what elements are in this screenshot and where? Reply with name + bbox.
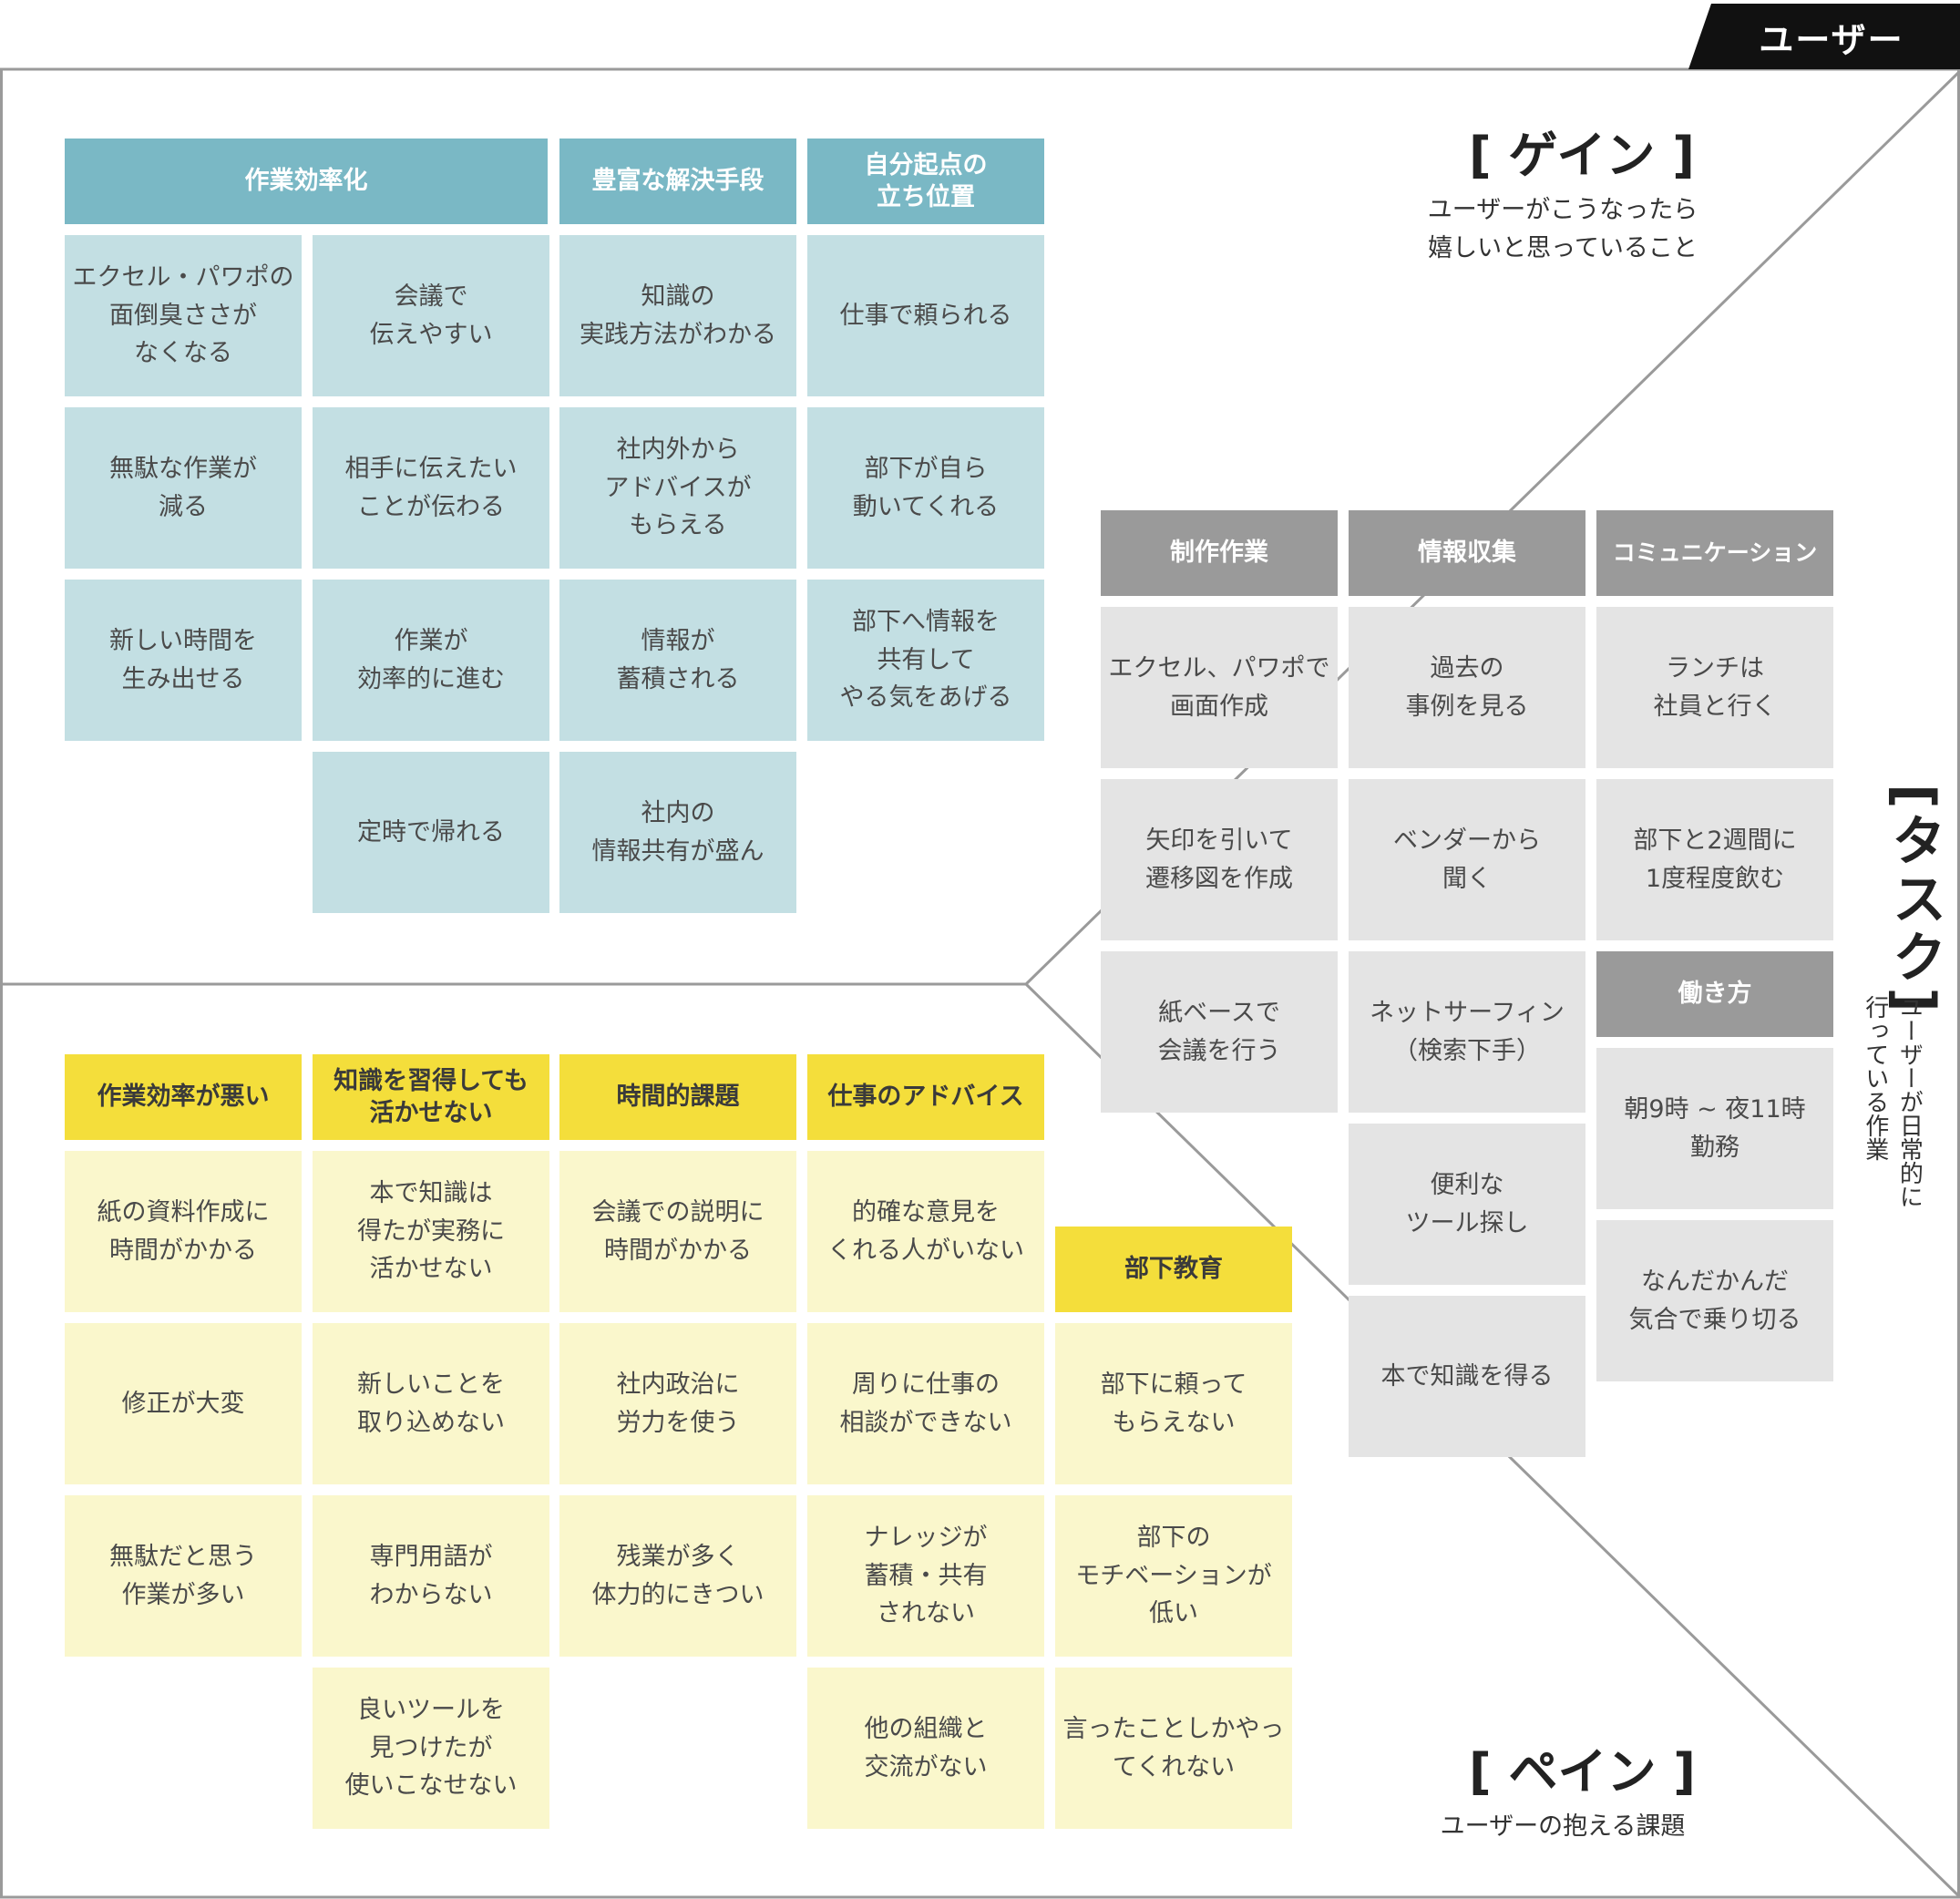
gain-card: 無駄な作業が 減る (65, 407, 302, 569)
gain-header-solutions: 豊富な解決手段 (559, 139, 796, 224)
gain-header-efficiency: 作業効率化 (65, 139, 548, 224)
gain-card: 相手に伝えたい ことが伝わる (313, 407, 549, 569)
pain-card: 紙の資料作成に 時間がかかる (65, 1151, 302, 1312)
task-title: [タスク] (1883, 784, 1946, 1016)
gain-card: 部下へ情報を 共有して やる気をあげる (807, 580, 1044, 741)
task-card: 紙ベースで 会議を行う (1101, 951, 1338, 1113)
task-card: ネットサーフィン （検索下手） (1349, 951, 1585, 1113)
pain-card: 新しいことを 取り込めない (313, 1323, 549, 1484)
task-card: 過去の 事例を見る (1349, 607, 1585, 768)
pain-card: 無駄だと思う 作業が多い (65, 1495, 302, 1657)
pain-title: [ ペイン ] (1469, 1743, 1696, 1801)
pain-header-efficiency: 作業効率が悪い (65, 1054, 302, 1140)
task-card: 便利な ツール探し (1349, 1124, 1585, 1285)
task-card: なんだかんだ 気合で乗り切る (1596, 1220, 1833, 1381)
pain-card: 周りに仕事の 相談ができない (807, 1323, 1044, 1484)
gain-card: 会議で 伝えやすい (313, 235, 549, 396)
gain-card: 社内外から アドバイスが もらえる (559, 407, 796, 569)
task-card: ベンダーから 聞く (1349, 779, 1585, 940)
gain-card: 新しい時間を 生み出せる (65, 580, 302, 741)
user-tab (1688, 4, 1960, 69)
pain-card: 良いツールを 見つけたが 使いこなせない (313, 1668, 549, 1829)
pain-card: 専門用語が わからない (313, 1495, 549, 1657)
pain-card: 部下に頼って もらえない (1055, 1323, 1292, 1484)
gain-card: 仕事で頼られる (807, 235, 1044, 396)
pain-header-subordinate: 部下教育 (1055, 1227, 1292, 1312)
user-tab-label: ユーザー (1759, 19, 1904, 60)
task-header-research: 情報収集 (1349, 510, 1585, 596)
task-card: エクセル、パワポで 画面作成 (1101, 607, 1338, 768)
pain-card: 他の組織と 交流がない (807, 1668, 1044, 1829)
pain-card: ナレッジが 蓄積・共有 されない (807, 1495, 1044, 1657)
gain-card: エクセル・パワポの 面倒臭ささが なくなる (65, 235, 302, 396)
pain-subtitle: ユーザーの抱える課題 (1440, 1812, 1686, 1841)
gain-header-position: 自分起点の 立ち位置 (807, 139, 1044, 224)
task-card: 本で知識を得る (1349, 1296, 1585, 1457)
gain-card: 社内の 情報共有が盛ん (559, 752, 796, 913)
task-header-communication: コミュニケーション (1596, 510, 1833, 596)
gain-card: 定時で帰れる (313, 752, 549, 913)
pain-header-time: 時間的課題 (559, 1054, 796, 1140)
gain-card: 作業が 効率的に進む (313, 580, 549, 741)
task-subtitle: ユーザーが日常的に 行っている作業 (1861, 995, 1924, 1208)
gain-card: 知識の 実践方法がわかる (559, 235, 796, 396)
task-card: 朝9時 ~ 夜11時 勤務 (1596, 1048, 1833, 1209)
task-card: 矢印を引いて 遷移図を作成 (1101, 779, 1338, 940)
pain-card: 部下の モチベーションが 低い (1055, 1495, 1292, 1657)
gain-subtitle: ユーザーがこうなったら 嬉しいと思っていること (1427, 196, 1698, 262)
pain-header-advice: 仕事のアドバイス (807, 1054, 1044, 1140)
pain-card: 会議での説明に 時間がかかる (559, 1151, 796, 1312)
pain-card: 的確な意見を くれる人がいない (807, 1151, 1044, 1312)
pain-card: 言ったことしかやっ てくれない (1055, 1668, 1292, 1829)
pain-card: 社内政治に 労力を使う (559, 1323, 796, 1484)
pain-header-knowledge: 知識を習得しても 活かせない (313, 1054, 549, 1140)
gain-card: 情報が 蓄積される (559, 580, 796, 741)
pain-card: 本で知識は 得たが実務に 活かせない (313, 1151, 549, 1312)
task-card: ランチは 社員と行く (1596, 607, 1833, 768)
task-card: 部下と2週間に 1度程度飲む (1596, 779, 1833, 940)
pain-card: 修正が大変 (65, 1323, 302, 1484)
gain-card: 部下が自ら 動いてくれる (807, 407, 1044, 569)
task-header-workstyle: 働き方 (1596, 951, 1833, 1037)
task-header-production: 制作作業 (1101, 510, 1338, 596)
gain-title: [ ゲイン ] (1469, 127, 1695, 184)
pain-card: 残業が多く 体力的にきつい (559, 1495, 796, 1657)
